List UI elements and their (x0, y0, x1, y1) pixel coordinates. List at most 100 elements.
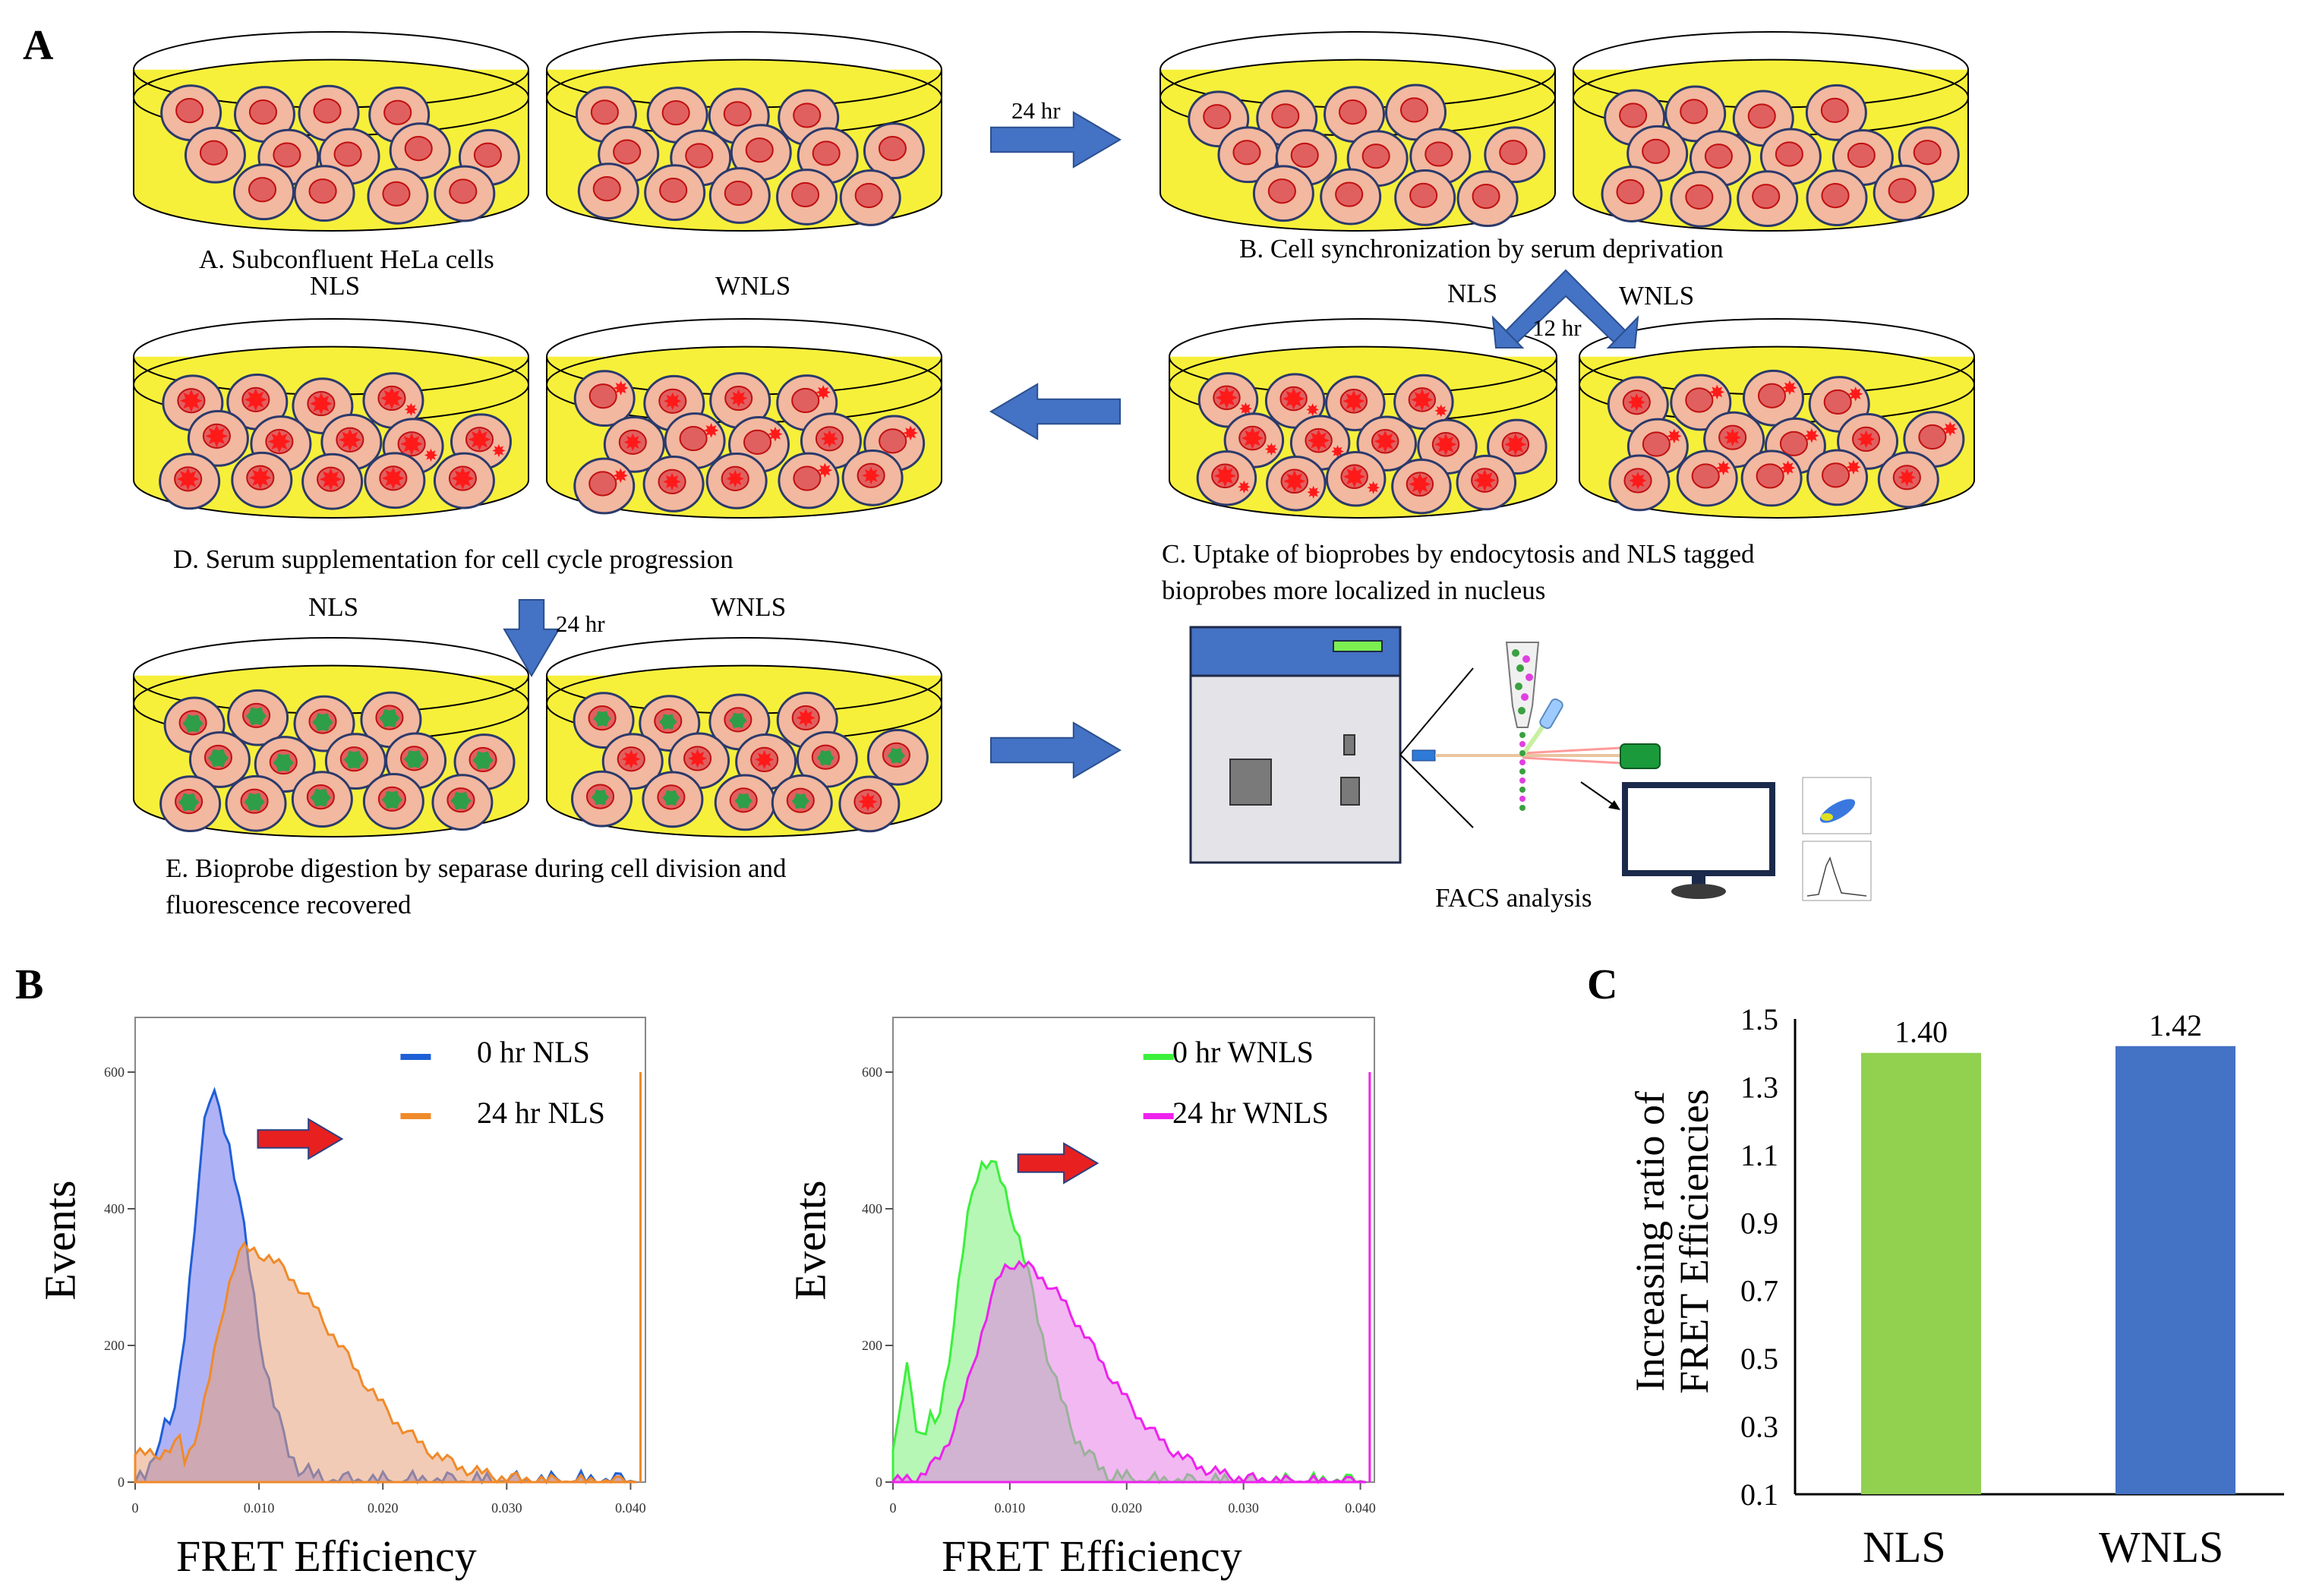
petri-dish (546, 637, 942, 837)
cell-nucleus (1691, 463, 1720, 489)
arrow-shape (503, 599, 560, 677)
dish-label-nls-d: NLS (310, 271, 361, 301)
bioprobe-mark (613, 468, 628, 484)
bioprobe-mark (858, 792, 878, 812)
hist1-ylabel: Events (35, 1180, 85, 1301)
cell-nucleus (1271, 103, 1300, 129)
cell-nucleus (1775, 141, 1803, 167)
green-fluorescence-mark (403, 750, 425, 768)
bioprobe-mark (245, 388, 267, 412)
green-fluorescence-mark (729, 712, 747, 728)
cell-nucleus (308, 178, 337, 204)
step-a-caption: A. Subconfluent HeLa cells (199, 244, 494, 274)
cell-nucleus (313, 98, 342, 124)
bioprobe-mark (1374, 430, 1396, 453)
cell-nucleus (743, 429, 772, 455)
bioprobe-mark (468, 428, 491, 451)
cell-nucleus (175, 98, 204, 124)
y-tick-label: 0 (876, 1475, 882, 1490)
bioprobe-mark (451, 467, 475, 490)
green-fluorescence-mark (659, 714, 677, 730)
bioprobe-mark (339, 428, 361, 452)
cell-nucleus (1425, 141, 1453, 167)
facs-instrument (1189, 626, 1872, 901)
cell-nucleus (879, 428, 907, 454)
step-e-caption-line1: E. Bioprobe digestion by separase during… (166, 853, 787, 883)
hist1-legend-24hr: 24 hr NLS (477, 1096, 605, 1130)
x-tick-label: 0.010 (995, 1500, 1026, 1516)
cell-nucleus (383, 99, 412, 125)
green-fluorescence-mark (472, 751, 494, 770)
instrument-panel (1229, 759, 1272, 806)
bioprobe-mark (755, 749, 775, 769)
cell-nucleus (248, 99, 278, 125)
green-fluorescence-mark (244, 793, 265, 811)
side-detector (1539, 698, 1563, 730)
bioprobe-mark (1213, 465, 1236, 487)
x-tick-label: 0 (132, 1500, 139, 1516)
green-fluorescence-mark (273, 753, 294, 772)
cell-nucleus (199, 140, 229, 166)
bioprobe-mark (816, 385, 831, 400)
bioprobe-mark (664, 392, 682, 410)
y-tick-label: 600 (104, 1065, 125, 1080)
cell-nucleus (1335, 181, 1364, 207)
cell-nucleus (854, 182, 883, 209)
bioprobe-mark (1629, 472, 1647, 490)
bioprobe-mark (176, 468, 200, 490)
x-tick-label: 0.030 (1228, 1500, 1259, 1516)
arrow-to-facs (990, 721, 1122, 779)
arrow-shape (989, 383, 1121, 440)
detector (1620, 743, 1661, 769)
bioprobe-mark (726, 469, 744, 488)
bioprobe-mark (688, 749, 708, 768)
monitor-base (1671, 884, 1726, 899)
cell-nucleus (724, 180, 752, 207)
droplet (1519, 768, 1525, 774)
bioprobe-mark (424, 448, 438, 462)
bioprobe-mark (1709, 384, 1724, 400)
cell-nucleus (791, 387, 820, 414)
bioprobe-mark (730, 389, 748, 408)
red-shift-arrow-2 (1017, 1142, 1100, 1184)
cell-nucleus (404, 136, 433, 162)
cell-nucleus (661, 99, 690, 126)
cell-nucleus (1888, 178, 1917, 203)
cell-nucleus (745, 137, 774, 163)
droplet (1515, 683, 1522, 690)
bioprobe-mark (1780, 460, 1796, 475)
bioprobe-mark (1942, 421, 1958, 437)
arrow-head (1491, 315, 1525, 349)
mini-histogram-line (1806, 856, 1867, 897)
bioprobe-mark (621, 749, 641, 769)
arrow-label-12hr: 12 hr (1532, 314, 1582, 341)
bioprobe-mark (404, 402, 418, 416)
y-tick-label: 1.3 (1740, 1070, 1778, 1104)
bioprobe-mark (1411, 388, 1434, 411)
cell-nucleus (723, 101, 752, 127)
bioprobe-mark (1409, 473, 1431, 496)
droplet (1519, 777, 1525, 784)
bar-value-label: 1.42 (2149, 1008, 2202, 1042)
cell-nucleus (382, 181, 411, 207)
step-c-caption-line2: bioprobes more localized in nucleus (1162, 576, 1546, 605)
cell-nucleus (1918, 424, 1947, 450)
cell-nucleus (1472, 183, 1500, 210)
panel-label-b: B (15, 961, 44, 1008)
bioprobe-mark (1306, 403, 1319, 416)
cell-nucleus (1232, 140, 1261, 166)
x-tick-label: 0.010 (244, 1500, 275, 1516)
cell-nucleus (613, 139, 642, 165)
bioprobe-mark (1782, 380, 1797, 396)
cell-nucleus (1399, 97, 1429, 123)
panel-label-c: C (1587, 961, 1618, 1008)
cell-nucleus (1757, 383, 1787, 408)
cell-nucleus (679, 425, 708, 452)
bioprobe-mark (180, 389, 203, 412)
droplet (1519, 796, 1525, 802)
droplet (1522, 655, 1530, 663)
flow-arrow (1580, 781, 1617, 807)
